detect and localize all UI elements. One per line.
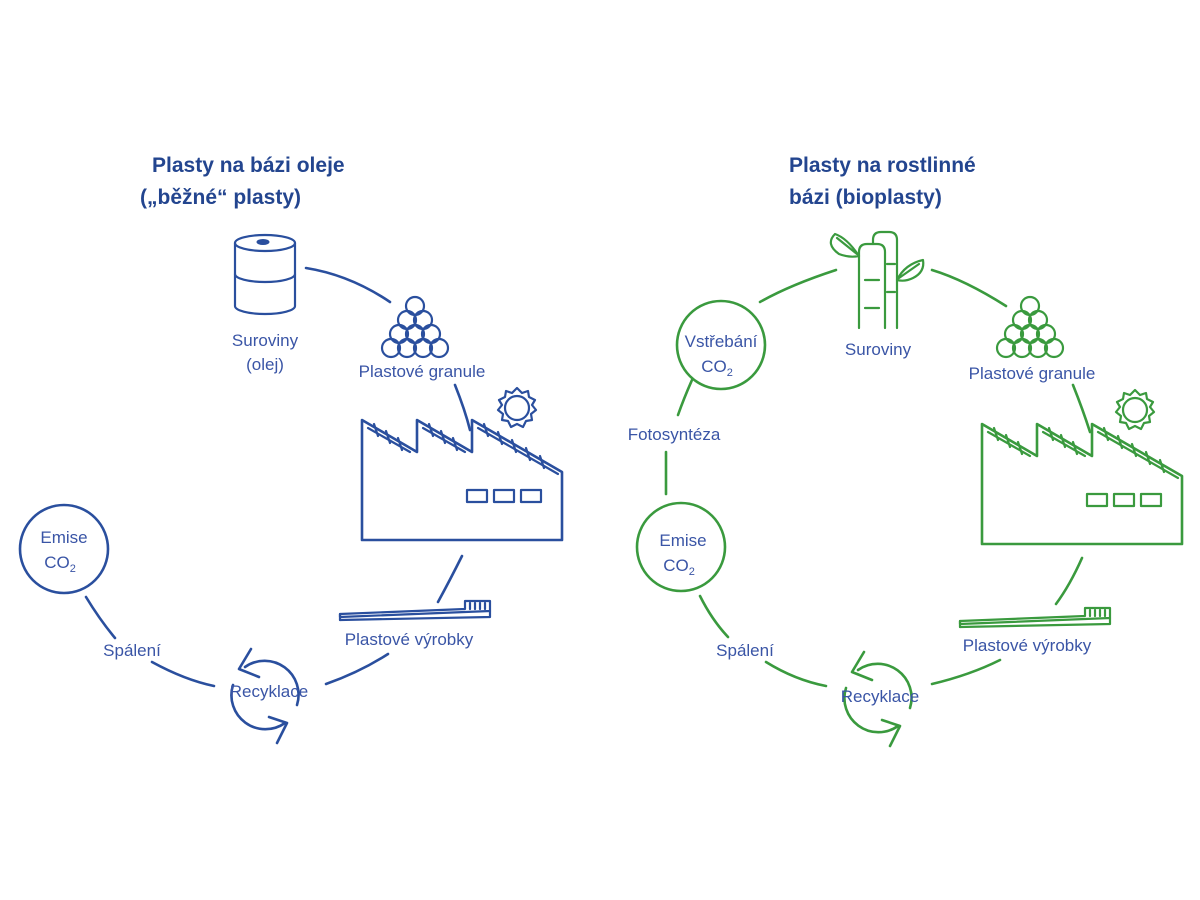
sun-icon	[496, 386, 538, 429]
oil-cycle-title-line2: („běžné“ plasty)	[140, 186, 301, 209]
bio-products-label: Plastové výrobky	[963, 636, 1092, 655]
bamboo-plant-icon	[829, 230, 925, 330]
bio-connector-products-to-recycling	[930, 658, 1002, 686]
bio-emission-label-line2: CO2	[663, 556, 695, 578]
bio-emission-label-line1: Emise	[659, 531, 706, 550]
oil-products-label: Plastové výrobky	[345, 630, 474, 649]
oil-connector-raw-to-granules	[304, 266, 392, 304]
bio-connector-recycling-to-burning	[764, 660, 828, 688]
bio-cycle-title-line2: bázi (bioplasty)	[789, 186, 942, 209]
oil-granules-label: Plastové granule	[359, 362, 486, 381]
bio-granules-label: Plastové granule	[969, 364, 1096, 383]
bio-recycling-label: Recyklace	[841, 687, 919, 706]
oil-connector-recycling-to-burning	[150, 660, 216, 688]
bio-absorption-label-line2: CO2	[701, 357, 733, 379]
bio-cycle-title-line1: Plasty na rostlinné	[789, 154, 976, 177]
oil-connector-products-to-recycling	[324, 652, 390, 686]
bio-cycle: Plasty na rostlinné bázi (bioplasty) Vst…	[628, 154, 1184, 748]
oil-raw-material-label-line2: (olej)	[246, 355, 284, 374]
oil-emission-label-line1: Emise	[40, 528, 87, 547]
factory-icon	[980, 422, 1184, 546]
bio-connector-factory-to-products	[1054, 556, 1084, 606]
toothbrush-icon	[338, 599, 492, 622]
sun-icon	[1114, 388, 1156, 431]
oil-connector-factory-to-products	[436, 554, 464, 604]
oil-burning-label: Spálení	[103, 641, 161, 660]
oil-barrel-icon	[233, 233, 297, 316]
factory-icon	[360, 418, 564, 542]
granules-pyramid-icon	[380, 295, 450, 359]
oil-raw-material-label-line1: Suroviny	[232, 331, 299, 350]
bio-photosynthesis-label: Fotosyntéza	[628, 425, 721, 444]
bio-absorption-label-line1: Vstřebání	[685, 332, 758, 351]
bio-connector-burning-to-emission	[698, 594, 730, 639]
bio-connector-absorption-to-photosynthesis	[676, 378, 694, 417]
bio-connector-granules-to-factory	[1071, 383, 1092, 434]
oil-emission-circle	[18, 503, 110, 595]
bio-absorption-circle	[675, 299, 767, 391]
oil-recycling-label: Recyklace	[230, 682, 308, 701]
toothbrush-icon	[958, 606, 1112, 629]
bio-connector-raw-to-granules	[930, 268, 1008, 308]
oil-cycle: Plasty na bázi oleje („běžné“ plasty) Su…	[18, 154, 564, 745]
bio-raw-material-label: Suroviny	[845, 340, 912, 359]
oil-connector-burning-to-emission	[84, 595, 117, 640]
oil-emission-label-line2: CO2	[44, 553, 76, 575]
bio-emission-circle	[635, 501, 727, 593]
bio-burning-label: Spálení	[716, 641, 774, 660]
oil-connector-granules-to-factory	[453, 383, 472, 432]
oil-cycle-title-line1: Plasty na bázi oleje	[152, 154, 345, 177]
bio-connector-absorption-to-raw	[758, 268, 838, 304]
